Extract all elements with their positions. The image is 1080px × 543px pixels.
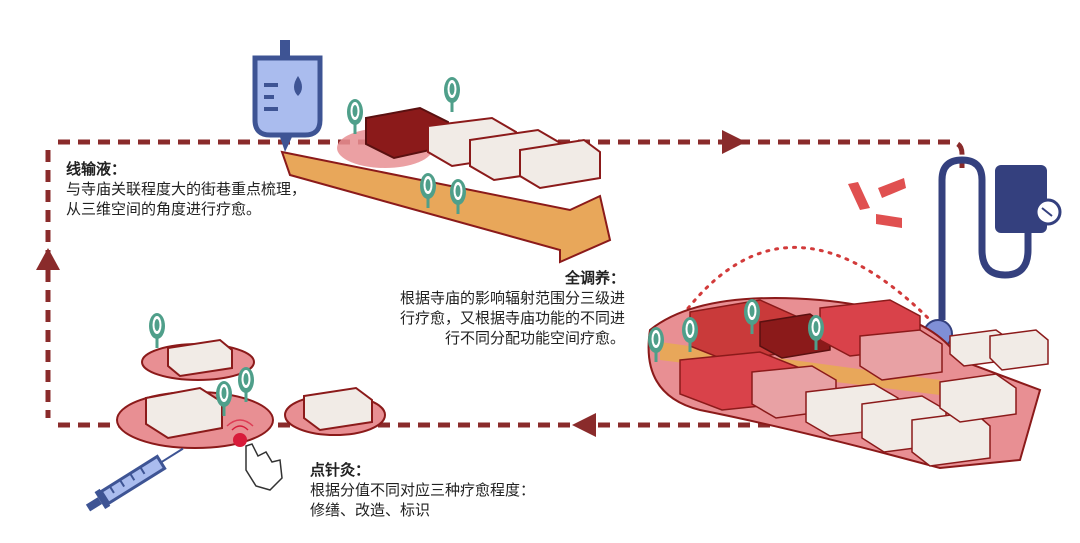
tree-icon — [149, 313, 165, 348]
annotation-care-line: 行疗愈，又根据寺庙功能的不同进 — [399, 309, 625, 327]
loop-top-segment — [58, 139, 965, 168]
annotation-care: 全调养： 根据寺庙的影响辐射范围分三级进 行疗愈，又根据寺庙功能的不同进 行不同… — [400, 268, 625, 348]
pointing-hand-icon — [226, 419, 283, 491]
acupuncture-sites — [116, 313, 386, 449]
tree-icon — [347, 99, 363, 134]
annotation-acupuncture-title: 点针灸： — [310, 461, 371, 479]
annotation-iv-line: 与寺庙关联程度大的街巷重点梳理， — [66, 180, 307, 198]
tree-icon — [444, 77, 460, 112]
annotation-iv-title: 线输液： — [66, 160, 127, 178]
radiation-arc — [670, 245, 932, 332]
orange-flow-arrow — [280, 150, 612, 264]
alert-burst-icon — [848, 178, 906, 228]
syringe-icon — [85, 447, 184, 512]
loop-arrow-left-icon — [572, 413, 596, 437]
annotation-acupuncture-line: 修缮、改造、标识 — [310, 501, 431, 519]
blood-pressure-monitor-icon — [923, 156, 1062, 349]
temple-cluster — [647, 297, 1049, 470]
annotation-acupuncture-line: 根据分值不同对应三种疗愈程度： — [310, 481, 536, 499]
annotation-care-line: 根据寺庙的影响辐射范围分三级进 — [399, 289, 625, 307]
annotation-acupuncture: 点针灸： 根据分值不同对应三种疗愈程度： 修缮、改造、标识 — [310, 460, 535, 520]
annotation-care-line: 行不同分配功能空间疗愈。 — [444, 329, 625, 347]
loop-arrow-right-icon — [722, 130, 746, 154]
street-block-iv — [280, 77, 612, 264]
annotation-care-title: 全调养： — [564, 269, 625, 287]
loop-arrow-up-icon — [36, 248, 60, 270]
iv-bag-icon — [252, 40, 323, 152]
annotation-iv: 线输液： 与寺庙关联程度大的街巷重点梳理， 从三维空间的角度进行疗愈。 — [66, 159, 306, 219]
annotation-iv-line: 从三维空间的角度进行疗愈。 — [66, 200, 262, 218]
